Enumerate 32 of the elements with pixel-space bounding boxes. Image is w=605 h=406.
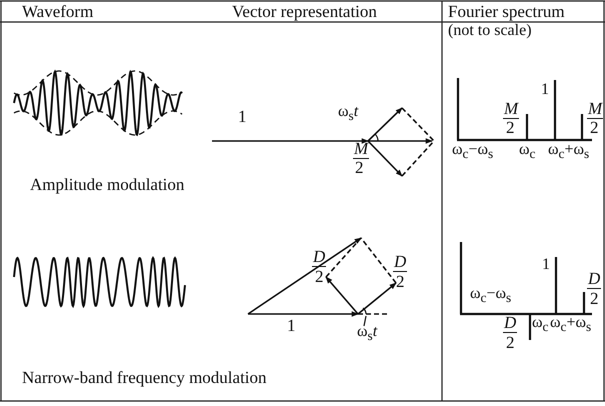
column-header: Fourier spectrum	[448, 3, 565, 21]
magnitude-label: 1	[238, 108, 246, 126]
magnitude-label: 2	[396, 273, 404, 291]
column-header: Waveform	[22, 3, 94, 21]
amplitude-label: D	[503, 314, 518, 333]
magnitude-label: D	[312, 248, 326, 267]
magnitude-label: D	[393, 253, 408, 272]
angle-label: ω$_{s}$t	[357, 324, 378, 344]
note: (not to scale)	[448, 23, 532, 40]
amplitude-label: 2	[590, 119, 598, 137]
amplitude-label: 2	[506, 334, 514, 352]
row-label: Amplitude modulation	[30, 176, 184, 194]
frequency-label: ω$_{c}$−ω$_{s}$	[470, 286, 512, 306]
row-label: Narrow-band frequency modulation	[22, 369, 267, 387]
magnitude-label: 2	[355, 159, 364, 177]
column-header: Vector representation	[232, 3, 377, 21]
frequency-label: ω$_{c}$−ω$_{s}$	[452, 142, 494, 162]
angle-label: ω$_{s}$t	[338, 104, 358, 124]
frequency-label: ω$_{c}$+ω$_{s}$	[548, 142, 590, 162]
amplitude-label: D	[587, 270, 602, 289]
magnitude-label: 2	[315, 268, 324, 286]
amplitude-label: M	[503, 100, 520, 119]
magnitude-label: 1	[287, 317, 296, 335]
amplitude-label: 2	[506, 119, 514, 137]
frequency-label: ω$_{c}$	[519, 142, 536, 162]
amplitude-label: M	[587, 100, 604, 119]
frequency-label: ω$_{c}$+ω$_{s}$	[550, 315, 592, 334]
frequency-label: ω$_{c}$	[532, 315, 548, 334]
amplitude-label: 1	[541, 82, 549, 99]
magnitude-label: M	[353, 140, 370, 159]
amplitude-label: 1	[542, 257, 550, 274]
amplitude-label: 2	[590, 290, 598, 308]
